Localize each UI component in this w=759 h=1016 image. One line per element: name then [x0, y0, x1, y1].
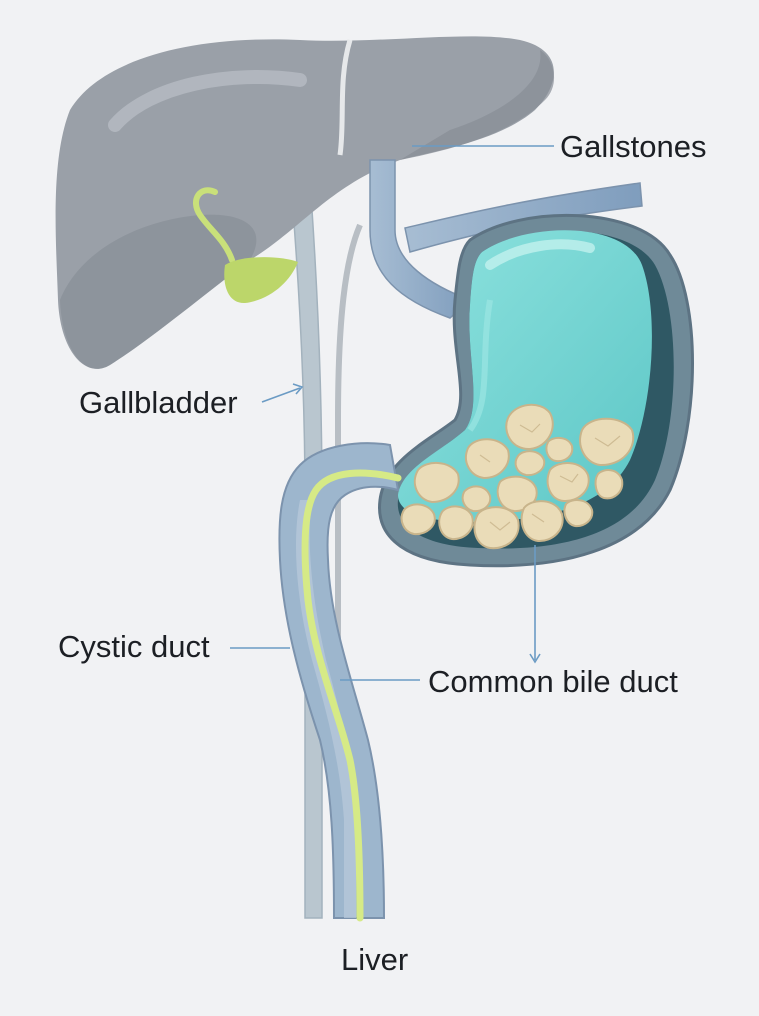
- leader-lines: [230, 145, 554, 681]
- liver-fissure: [337, 39, 353, 156]
- gallbladder-leader-arrow: [292, 383, 304, 395]
- gallstone: [546, 462, 590, 503]
- label-gallstones: Gallstones: [560, 129, 707, 164]
- gallstone: [594, 469, 624, 500]
- gallstone: [579, 417, 635, 467]
- gallbladder-inner-edge: [467, 299, 493, 432]
- small-gallbladder-sac: [224, 257, 298, 304]
- label-gallbladder: Gallbladder: [79, 385, 238, 420]
- upper-right-duct: [404, 182, 643, 253]
- label-cystic-duct: Cystic duct: [58, 629, 210, 664]
- gallstone: [563, 499, 594, 528]
- gallstone: [438, 505, 474, 541]
- bile-flow-line: [301, 469, 402, 922]
- gallstone-cracks: [479, 423, 621, 531]
- gallstone: [400, 503, 436, 536]
- liver-highlight: [108, 70, 307, 132]
- gallstone: [514, 450, 546, 477]
- gallbladder-leader: [261, 387, 301, 403]
- label-liver: Liver: [341, 942, 409, 977]
- gallstone: [465, 438, 510, 480]
- gallbladder-highlight: [485, 239, 595, 270]
- label-common-bile-duct: Common bile duct: [428, 664, 678, 699]
- gallstone: [545, 436, 574, 463]
- thin-grey-vessel: [335, 223, 363, 918]
- liver-right-lobe-shade: [400, 50, 555, 160]
- gallstone: [505, 403, 554, 451]
- gallstone: [413, 462, 460, 504]
- stones-down-arrow: [529, 653, 541, 664]
- gallstones-cluster: [400, 403, 635, 550]
- liver-lower-lobe: [60, 214, 257, 369]
- small-gallbladder-hook: [193, 187, 235, 263]
- gallstone: [461, 485, 492, 513]
